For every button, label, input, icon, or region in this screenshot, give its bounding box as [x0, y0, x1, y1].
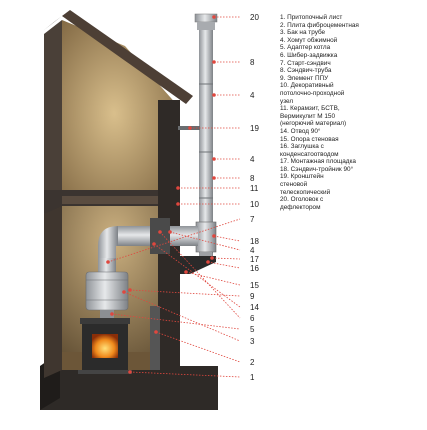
legend-item: телескопический	[280, 188, 331, 196]
callout-14: 14	[250, 303, 259, 312]
callout-16: 16	[250, 264, 259, 273]
stove-fire	[92, 334, 118, 358]
legend-item: дефлектором	[280, 203, 321, 211]
callout-leaders	[107, 16, 241, 378]
callout-4: 4	[250, 155, 255, 164]
callout-3: 3	[250, 337, 255, 346]
legend-item: 5. Адаптер котла	[280, 44, 331, 52]
legend-item: 10. Декоративный	[280, 82, 334, 90]
callout-10: 10	[250, 200, 259, 209]
legend-item: 1. Притопочный лист	[280, 14, 343, 21]
legend-item: 20. Оголовок с	[280, 196, 324, 204]
foundation	[40, 366, 218, 410]
legend-item: 18. Сэндвич-тройник 90°	[280, 165, 354, 173]
legend-item: потолочно-проходной	[280, 89, 345, 97]
legend-item: 16. Заглушка с	[280, 143, 324, 151]
stove-plinth	[78, 370, 132, 374]
parts-legend: 1. Притопочный лист 2. Плита фиброцемент…	[280, 14, 425, 211]
deflector-body	[197, 22, 215, 30]
legend-item: стеновой	[280, 181, 308, 189]
callout-2: 2	[250, 358, 255, 367]
callout-20: 20	[250, 13, 259, 22]
callout-9: 9	[250, 292, 255, 301]
legend-item: 17. Монтажная площадка	[280, 158, 356, 166]
callout-8: 8	[250, 58, 255, 67]
legend-item: 8. Сэндвич-труба	[280, 67, 332, 75]
callout-8: 8	[250, 174, 255, 183]
legend-item: конденсатоотводом	[280, 150, 339, 158]
fiber-cement-plate	[150, 306, 160, 370]
legend-item: 2. Плита фиброцементная	[280, 21, 359, 29]
boiler-adapter	[100, 310, 114, 320]
roof-slope	[62, 10, 193, 104]
upper-floor-wall	[62, 20, 178, 190]
house-section	[40, 10, 218, 410]
callout-4: 4	[250, 91, 255, 100]
callout-6: 6	[250, 314, 255, 323]
start-sandwich	[98, 258, 116, 272]
legend-item: 11. Керамзит, БСТВ,	[280, 105, 340, 113]
legend-item: 4. Хомут обжимной	[280, 36, 338, 44]
callout-15: 15	[250, 281, 259, 290]
legend-item: 9. Элемент ППУ	[280, 74, 329, 82]
legend-item: 14. Отвод 90°	[280, 127, 321, 135]
lower-floor-side	[44, 206, 62, 378]
callout-7: 7	[250, 215, 255, 224]
legend-item: 3. Бак на трубе	[280, 29, 326, 37]
chimney	[78, 13, 218, 374]
legend-item: Вермикулит М 150	[280, 112, 336, 120]
sandwich-pipe-external	[199, 28, 213, 260]
tank-on-pipe	[85, 271, 129, 311]
ceiling-insulation	[62, 196, 178, 204]
callout-numbers: 20 8 4 19 4 8 11 10 7 18 4 17 16 15 9 14…	[250, 13, 259, 382]
callout-11: 11	[250, 184, 259, 193]
legend-item: (негорючий материал)	[280, 120, 347, 128]
callout-markers	[106, 15, 216, 374]
legend-item: 7. Старт-сэндвич	[280, 59, 331, 67]
callout-18: 18	[250, 237, 259, 246]
legend-item: 19. Кронштейн	[280, 173, 324, 181]
callout-17: 17	[250, 255, 259, 264]
legend-item: 15. Опора стеновая	[280, 135, 339, 143]
stove-top	[80, 318, 130, 324]
callout-5: 5	[250, 325, 255, 334]
upper-floor-side	[44, 20, 62, 200]
callout-1: 1	[250, 373, 255, 382]
callout-4: 4	[250, 246, 255, 255]
callout-19: 19	[250, 124, 259, 133]
elbow-90	[98, 226, 118, 262]
legend-item: 6. Шибер-задвижка	[280, 51, 338, 59]
wall-pass-through-node	[150, 218, 170, 254]
legend-item: узел	[280, 97, 294, 105]
